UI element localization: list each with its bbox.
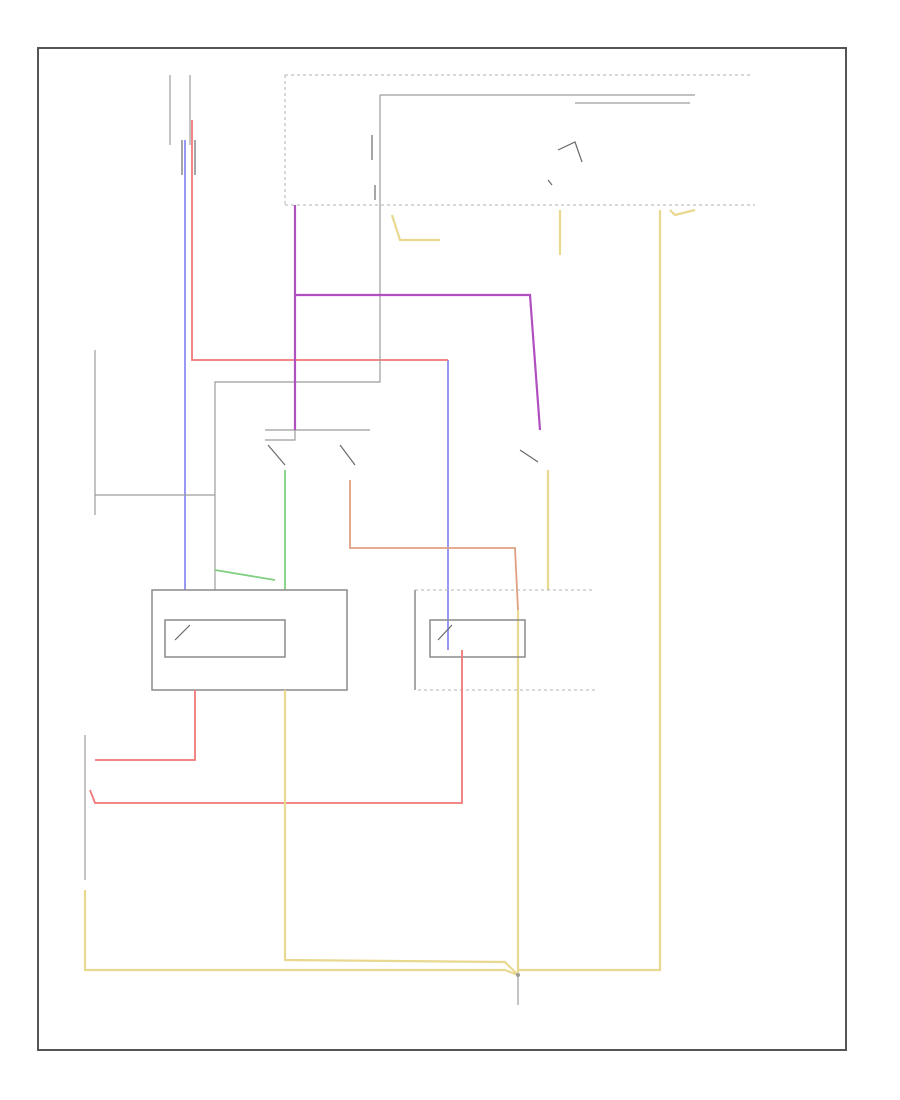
relay-block-left <box>151 589 348 691</box>
yellow-wire-right <box>516 470 550 975</box>
relay-block-right-dash <box>415 589 595 691</box>
red-wire-bottom-1 <box>95 690 196 761</box>
gray-wire-left <box>94 350 215 496</box>
diagram-frame <box>37 47 847 1051</box>
relay-coil-right <box>429 619 526 658</box>
yellow-wire-far-right <box>518 210 662 972</box>
green-wire <box>214 470 286 590</box>
red-wire-bottom-2 <box>89 650 463 804</box>
orange-wire <box>349 480 519 611</box>
relay-mark <box>547 179 553 186</box>
relay-contact-right <box>437 624 453 641</box>
relay-coil-left <box>164 619 286 658</box>
gray-wire-switch <box>265 205 296 441</box>
yellow-wire-center <box>283 690 519 976</box>
red-wire-top <box>191 120 448 361</box>
fuse-panel-outline <box>284 74 755 206</box>
fuse-element <box>371 135 376 200</box>
relay-contact-top <box>557 141 583 163</box>
relay-contact-left <box>174 624 191 641</box>
yellow-stub-1 <box>390 214 440 242</box>
fuse-left-lines <box>169 75 191 145</box>
ground-node <box>516 973 520 977</box>
purple-wire <box>293 205 542 431</box>
fuse-left-elements <box>181 140 196 175</box>
gray-wire-center <box>214 210 381 590</box>
yellow-wire-bottom-left <box>83 890 519 977</box>
switch-contacts <box>267 444 539 466</box>
yellow-stub-3 <box>669 208 696 217</box>
